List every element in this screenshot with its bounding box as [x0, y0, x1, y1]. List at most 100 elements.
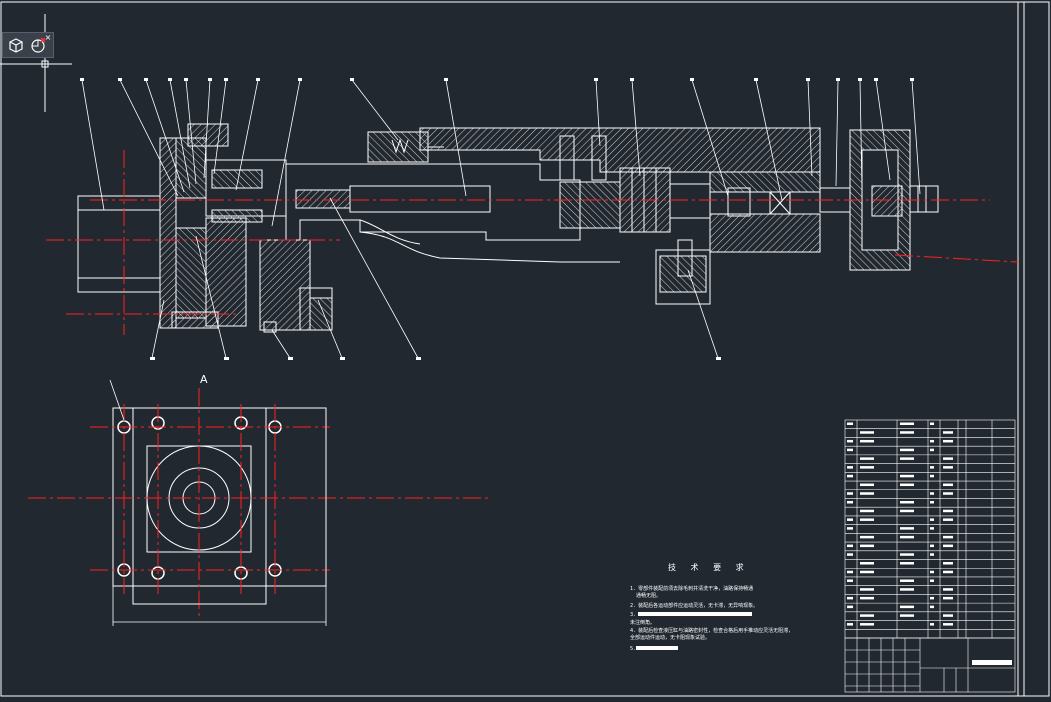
- bom-cell-mark: [860, 562, 874, 565]
- bom-cell-marks: [847, 422, 953, 626]
- left-flange: [159, 137, 177, 329]
- bom-cell-mark: [930, 518, 934, 521]
- bom-cell-mark: [900, 605, 914, 609]
- bom-cell-mark: [930, 544, 934, 548]
- bom-cell-mark: [930, 553, 934, 556]
- bom-cell-mark: [900, 483, 914, 487]
- bom-cell-mark: [900, 588, 914, 591]
- bom-cell-mark: [860, 518, 874, 521]
- bom-cell-mark: [930, 448, 934, 452]
- view-a: A: [28, 373, 490, 626]
- bom-cell-mark: [943, 439, 953, 443]
- bom-cell-mark: [930, 605, 934, 609]
- main-section-view: [46, 78, 1019, 360]
- bom-cell-mark: [860, 535, 874, 539]
- bom-cell-mark: [860, 544, 874, 548]
- bom-cell-mark: [900, 448, 914, 452]
- viewcube-toolbar[interactable]: ×: [2, 32, 54, 58]
- bom-cell-mark: [943, 614, 953, 617]
- bom-cell-mark: [930, 466, 934, 469]
- bom-cell-mark: [900, 509, 914, 513]
- bom-cell-mark: [943, 457, 953, 460]
- bom-cell-mark: [900, 614, 914, 617]
- bom-cell-mark: [943, 596, 953, 600]
- bom-cell-mark: [943, 492, 953, 495]
- bom-cell-mark: [900, 457, 914, 460]
- bom-cell-mark: [943, 544, 953, 548]
- bom-cell-mark: [847, 474, 853, 478]
- bom-cell-mark: [860, 596, 874, 600]
- bom-cell-mark: [943, 518, 953, 521]
- bom-cell-mark: [860, 509, 874, 513]
- orbit-icon[interactable]: [29, 36, 47, 54]
- bom-cell-mark: [930, 527, 934, 530]
- tech-req-line-1b: 通畅无阻。: [636, 592, 661, 599]
- bom-cell-mark: [930, 422, 934, 425]
- bom-cell-mark: [847, 527, 853, 530]
- bom-cell-mark: [847, 553, 853, 556]
- bom-cell-mark: [900, 527, 914, 530]
- technical-requirements: 技 术 要 求 1．零部件装配前须去除毛刺并清洗干净，油路保持畅通 通畅无阻。 …: [630, 562, 793, 652]
- bom-cell-mark: [847, 500, 853, 504]
- view-a-label: A: [200, 373, 208, 386]
- bom-cell-mark: [943, 588, 953, 591]
- bom-cell-mark: [930, 492, 934, 495]
- bom-cell-mark: [930, 500, 934, 504]
- viewcube-close-button[interactable]: ×: [44, 33, 52, 42]
- tech-req-line-2: 2．装配后各运动部件应运动灵活，无卡滞，无异响现象。: [630, 602, 758, 609]
- bom-cell-mark: [943, 466, 953, 469]
- bom-cell-mark: [943, 483, 953, 487]
- bom-cell-mark: [860, 570, 874, 574]
- title-block-name-bar: [972, 660, 1012, 665]
- bom-cell-mark: [900, 422, 914, 425]
- bom-cell-mark: [943, 535, 953, 539]
- bom-cell-mark: [847, 570, 853, 574]
- bom-cell-mark: [847, 422, 853, 425]
- tech-req-title: 技 术 要 求: [668, 562, 750, 572]
- bom-cell-mark: [943, 570, 953, 574]
- tech-req-line-5: 5．: [630, 646, 638, 652]
- tech-req-line-1: 1．零部件装配前须去除毛刺并清洗干净，油路保持畅通: [630, 585, 753, 592]
- tech-req-line-4: 4．装配后检查液压缸与油路密封性，检查合格后用手推动应灵活无阻滞，: [630, 627, 793, 634]
- bom-cell-mark: [943, 431, 953, 434]
- bom-cell-mark: [943, 562, 953, 565]
- bom-cell-mark: [847, 439, 853, 443]
- bom-cell-mark: [860, 439, 874, 443]
- balloon-dots: [80, 78, 914, 360]
- bom-cell-mark: [860, 614, 874, 617]
- bom-cell-mark: [930, 439, 934, 443]
- bom-cell-mark: [930, 474, 934, 478]
- 3d-box-icon[interactable]: [7, 36, 25, 54]
- tech-req-line-4b: 全部运动件运动，无卡阻现象试验。: [630, 634, 710, 641]
- bom-cell-mark: [930, 579, 934, 582]
- bom-cell-mark: [847, 466, 853, 469]
- bom-cell-mark: [900, 553, 914, 556]
- bom-cell-mark: [900, 579, 914, 582]
- crosshair-cursor: [0, 14, 72, 112]
- bom-cell-mark: [930, 570, 934, 574]
- bom-cell-mark: [943, 509, 953, 513]
- bom-cell-mark: [900, 535, 914, 539]
- bom-cell-mark: [860, 623, 874, 626]
- bom-cell-mark: [847, 596, 853, 600]
- bom-cell-mark: [847, 579, 853, 582]
- bom-cell-mark: [930, 623, 934, 626]
- bom-cell-mark: [900, 431, 914, 434]
- bom-cell-mark: [860, 483, 874, 487]
- tech-req-line-3: 3．: [630, 612, 638, 618]
- centerlines: [46, 150, 1019, 335]
- bom-cell-mark: [860, 492, 874, 495]
- leader-lines: [81, 79, 921, 359]
- tech-req-line-3b: 未注倒角。: [630, 619, 655, 626]
- support-block: [259, 239, 311, 331]
- bom-cell-mark: [900, 500, 914, 504]
- bom-cell-mark: [900, 474, 914, 478]
- bom-cell-mark: [900, 562, 914, 565]
- bom-cell-mark: [847, 605, 853, 609]
- bom-cell-mark: [847, 623, 853, 626]
- bom-table: [844, 419, 1016, 693]
- bom-cell-mark: [860, 466, 874, 469]
